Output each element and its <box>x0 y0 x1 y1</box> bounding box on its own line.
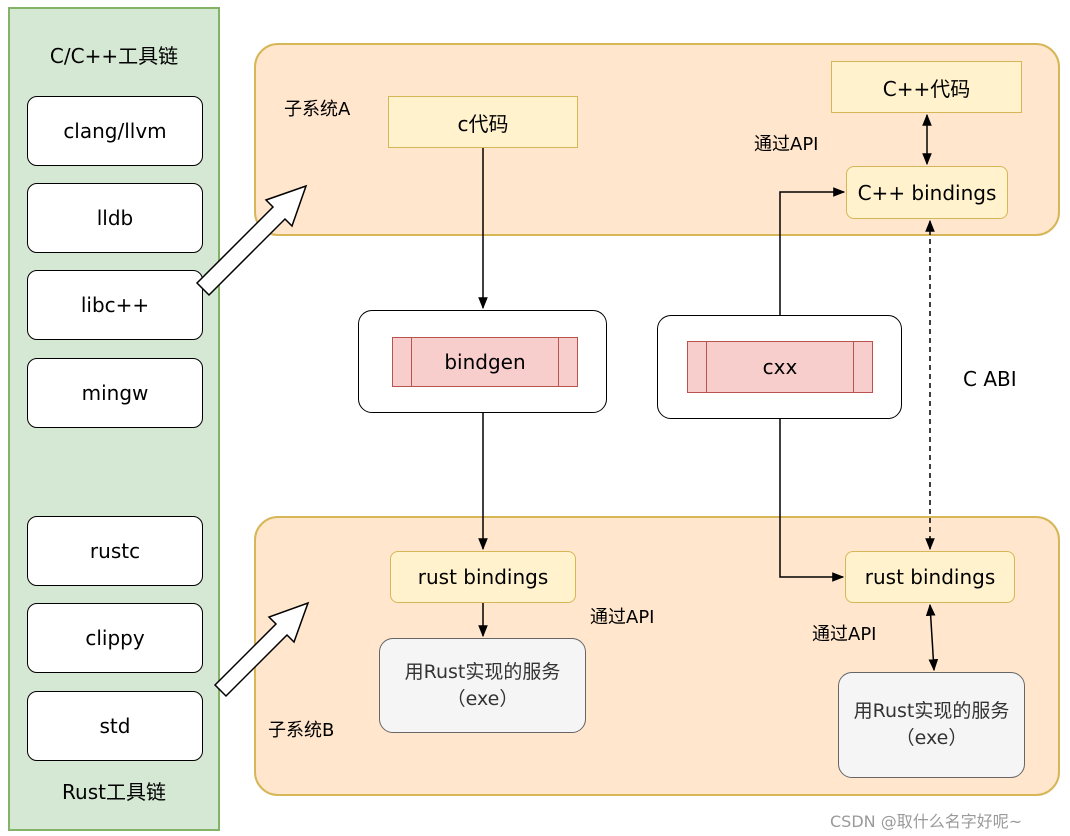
c-abi-label: C ABI <box>963 367 1017 391</box>
bindgen-box: bindgen <box>392 337 578 387</box>
rust-service-right-line2: （exe） <box>895 727 968 749</box>
edge-rustbindings-service-right <box>925 603 939 672</box>
subsystem-a-label: 子系统A <box>284 99 351 120</box>
tool-clippy: clippy <box>27 603 203 673</box>
watermark: CSDN @取什么名字好呢~ <box>830 812 1023 831</box>
tool-std: std <box>27 691 203 761</box>
rust-service-right: 用Rust实现的服务 （exe） <box>838 672 1025 778</box>
edge-cxx-rustbindings <box>779 419 845 582</box>
rust-service-left-line1: 用Rust实现的服务 <box>404 660 561 683</box>
rust-service-right-line1: 用Rust实现的服务 <box>853 700 1010 723</box>
block-arrow-upper <box>195 184 308 297</box>
cpp-toolchain-title: C/C++工具链 <box>49 44 179 68</box>
via-api-label-b-right: 通过API <box>812 624 877 645</box>
rust-service-left: 用Rust实现的服务 （exe） <box>379 638 586 733</box>
via-api-label-b-left: 通过API <box>590 607 655 628</box>
rust-service-left-line2: （exe） <box>446 687 519 710</box>
subsystem-b-label: 子系统B <box>268 720 335 741</box>
cpp-code-box: C++代码 <box>831 61 1022 113</box>
tool-mingw: mingw <box>27 358 203 428</box>
tool-rustc: rustc <box>27 516 203 586</box>
bindgen-label: bindgen <box>444 350 526 374</box>
cxx-label: cxx <box>762 355 798 379</box>
cxx-box: cxx <box>687 341 873 393</box>
block-arrow-lower <box>213 601 310 698</box>
tool-clang-llvm: clang/llvm <box>27 96 203 166</box>
tool-libcxx: libc++ <box>27 270 203 340</box>
cpp-bindings-box: C++ bindings <box>846 166 1008 219</box>
c-code-box: c代码 <box>388 96 578 148</box>
rust-bindings-left-box: rust bindings <box>390 551 576 603</box>
rust-toolchain-title: Rust工具链 <box>62 780 166 804</box>
via-api-label-a: 通过API <box>754 134 819 155</box>
edge-cxx-cppbindings <box>779 187 846 315</box>
tool-lldb: lldb <box>27 183 203 253</box>
rust-bindings-right-box: rust bindings <box>845 551 1015 603</box>
